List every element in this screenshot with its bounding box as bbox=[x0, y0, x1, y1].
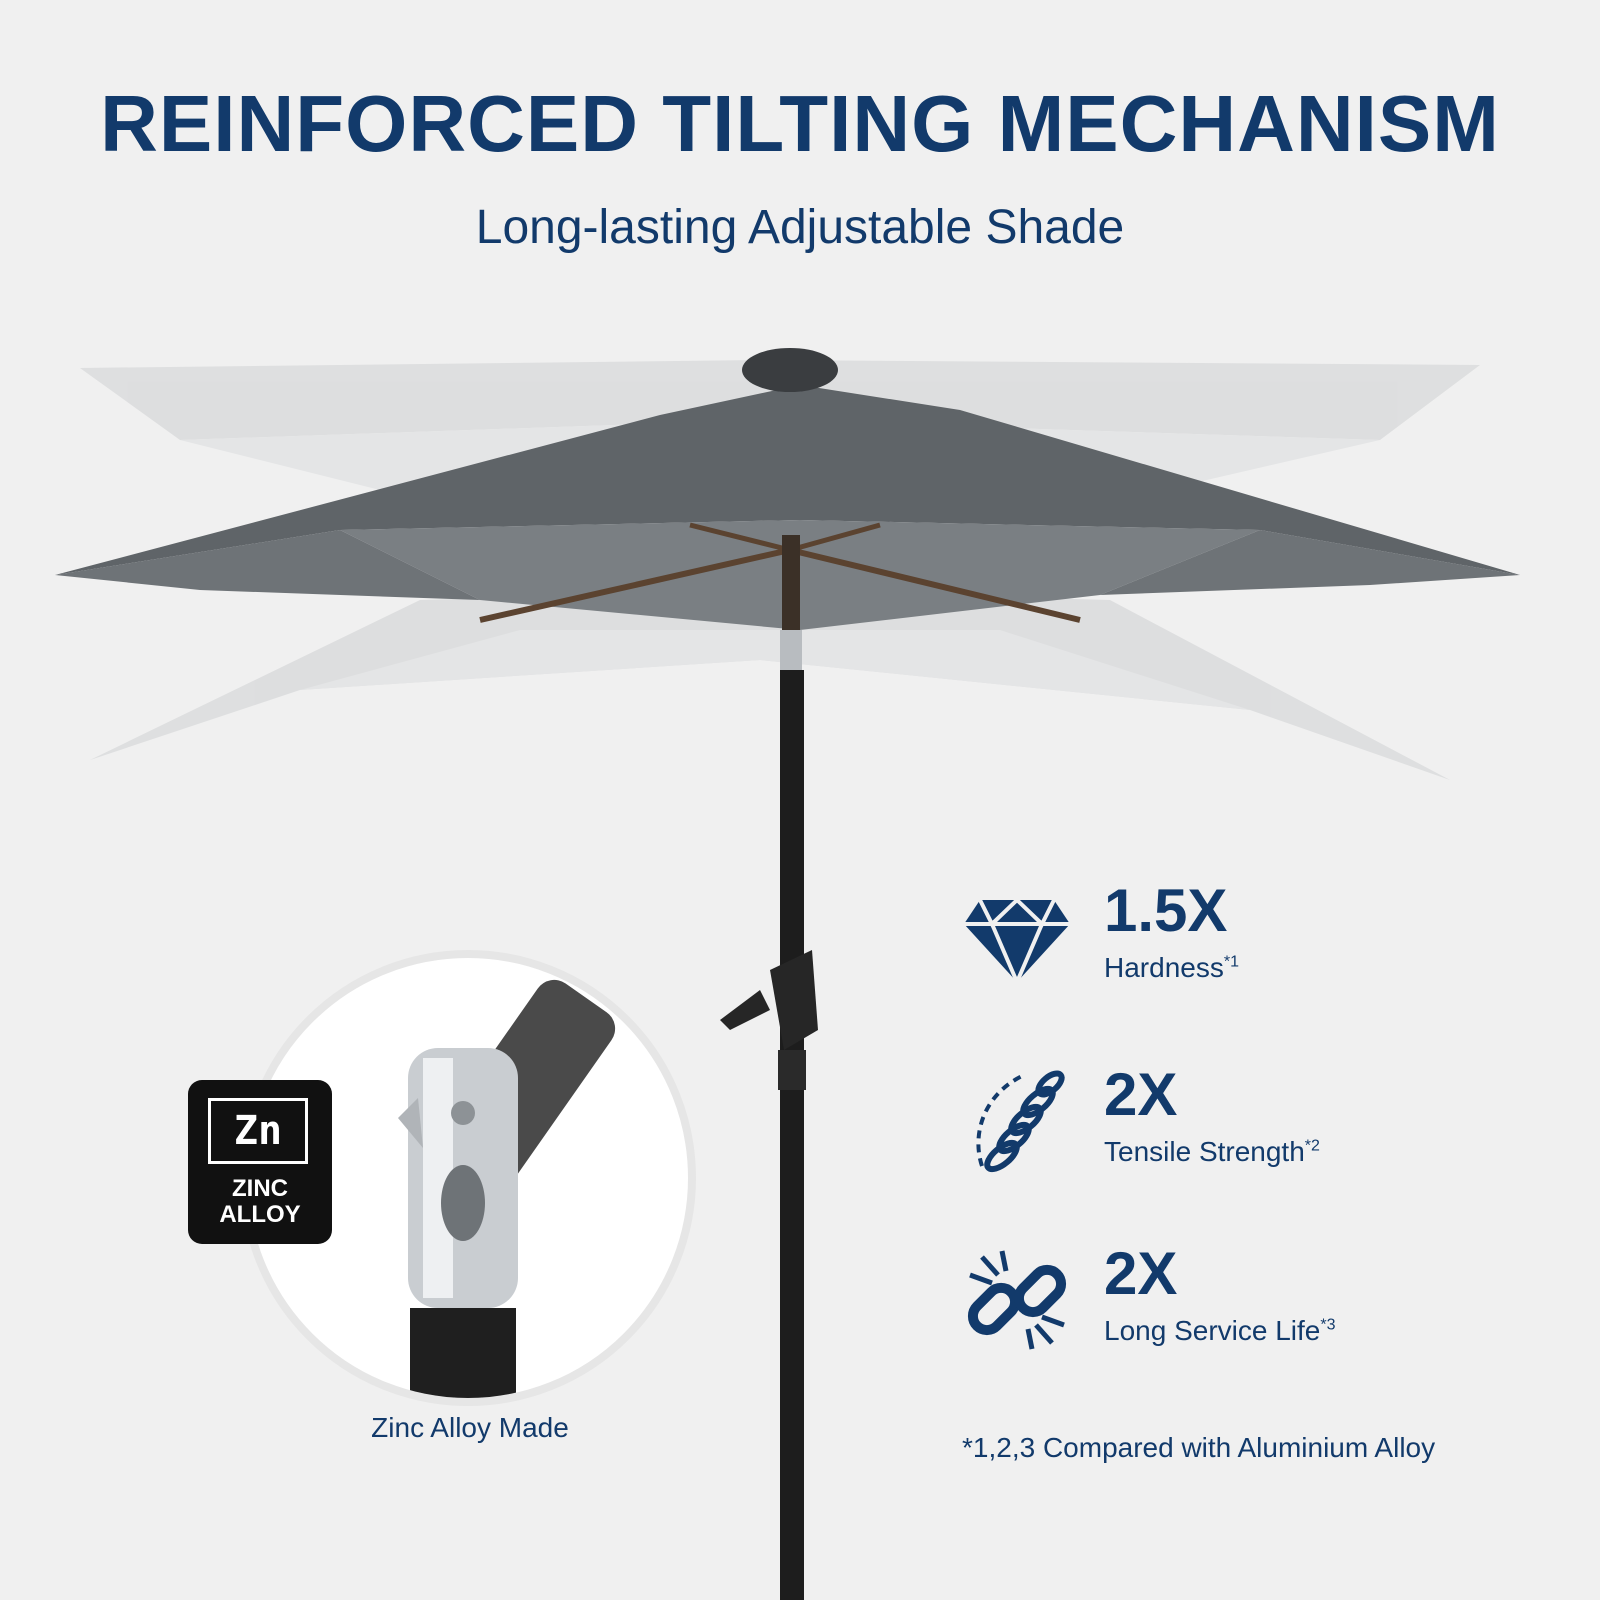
feature-footnote-ref: *2 bbox=[1304, 1137, 1320, 1155]
broken-chain-icon bbox=[967, 1250, 1067, 1350]
zinc-symbol: Zn bbox=[208, 1098, 308, 1164]
zinc-badge-label-line1: ZINC bbox=[232, 1175, 288, 1202]
zinc-alloy-badge: Zn ZINC ALLOY bbox=[188, 1080, 332, 1244]
zinc-joint-closeup bbox=[240, 950, 696, 1406]
spring-icon bbox=[976, 1070, 1065, 1173]
feature-footnote-ref: *1 bbox=[1223, 953, 1239, 971]
feature-value: 2X bbox=[1104, 1240, 1178, 1307]
umbrella-illustration bbox=[55, 348, 1520, 1600]
feature-tensile-strength: 2X Tensile Strength*2 bbox=[962, 1061, 1562, 1186]
feature-label: Hardness*1 bbox=[1104, 952, 1239, 984]
page-title: REINFORCED TILTING MECHANISM bbox=[100, 79, 1500, 168]
zinc-badge-label-line2: ALLOY bbox=[219, 1201, 301, 1228]
feature-label-text: Tensile Strength bbox=[1104, 1136, 1305, 1167]
diamond-icon bbox=[964, 897, 1070, 988]
zinc-badge-label: ZINC ALLOY bbox=[188, 1176, 332, 1228]
comparison-footnote: *1,2,3 Compared with Aluminium Alloy bbox=[962, 1432, 1436, 1463]
feature-label: Long Service Life*3 bbox=[1104, 1315, 1335, 1347]
feature-value: 2X bbox=[1104, 1061, 1178, 1128]
zoom-caption: Zinc Alloy Made bbox=[371, 1412, 569, 1443]
tilted-canopy-ghost-lower bbox=[90, 590, 1450, 780]
umbrella-pole bbox=[720, 535, 818, 1600]
feature-label: Tensile Strength*2 bbox=[1104, 1136, 1320, 1168]
feature-value: 1.5X bbox=[1104, 877, 1228, 944]
feature-label-text: Hardness bbox=[1104, 952, 1224, 983]
feature-service-life: 2X Long Service Life*3 bbox=[962, 1240, 1562, 1365]
feature-hardness: 1.5X Hardness*1 bbox=[962, 877, 1562, 1002]
tilt-joint-illustration bbox=[398, 979, 616, 1398]
feature-label-text: Long Service Life bbox=[1104, 1315, 1321, 1346]
page-subtitle: Long-lasting Adjustable Shade bbox=[475, 201, 1125, 254]
feature-footnote-ref: *3 bbox=[1320, 1316, 1336, 1334]
